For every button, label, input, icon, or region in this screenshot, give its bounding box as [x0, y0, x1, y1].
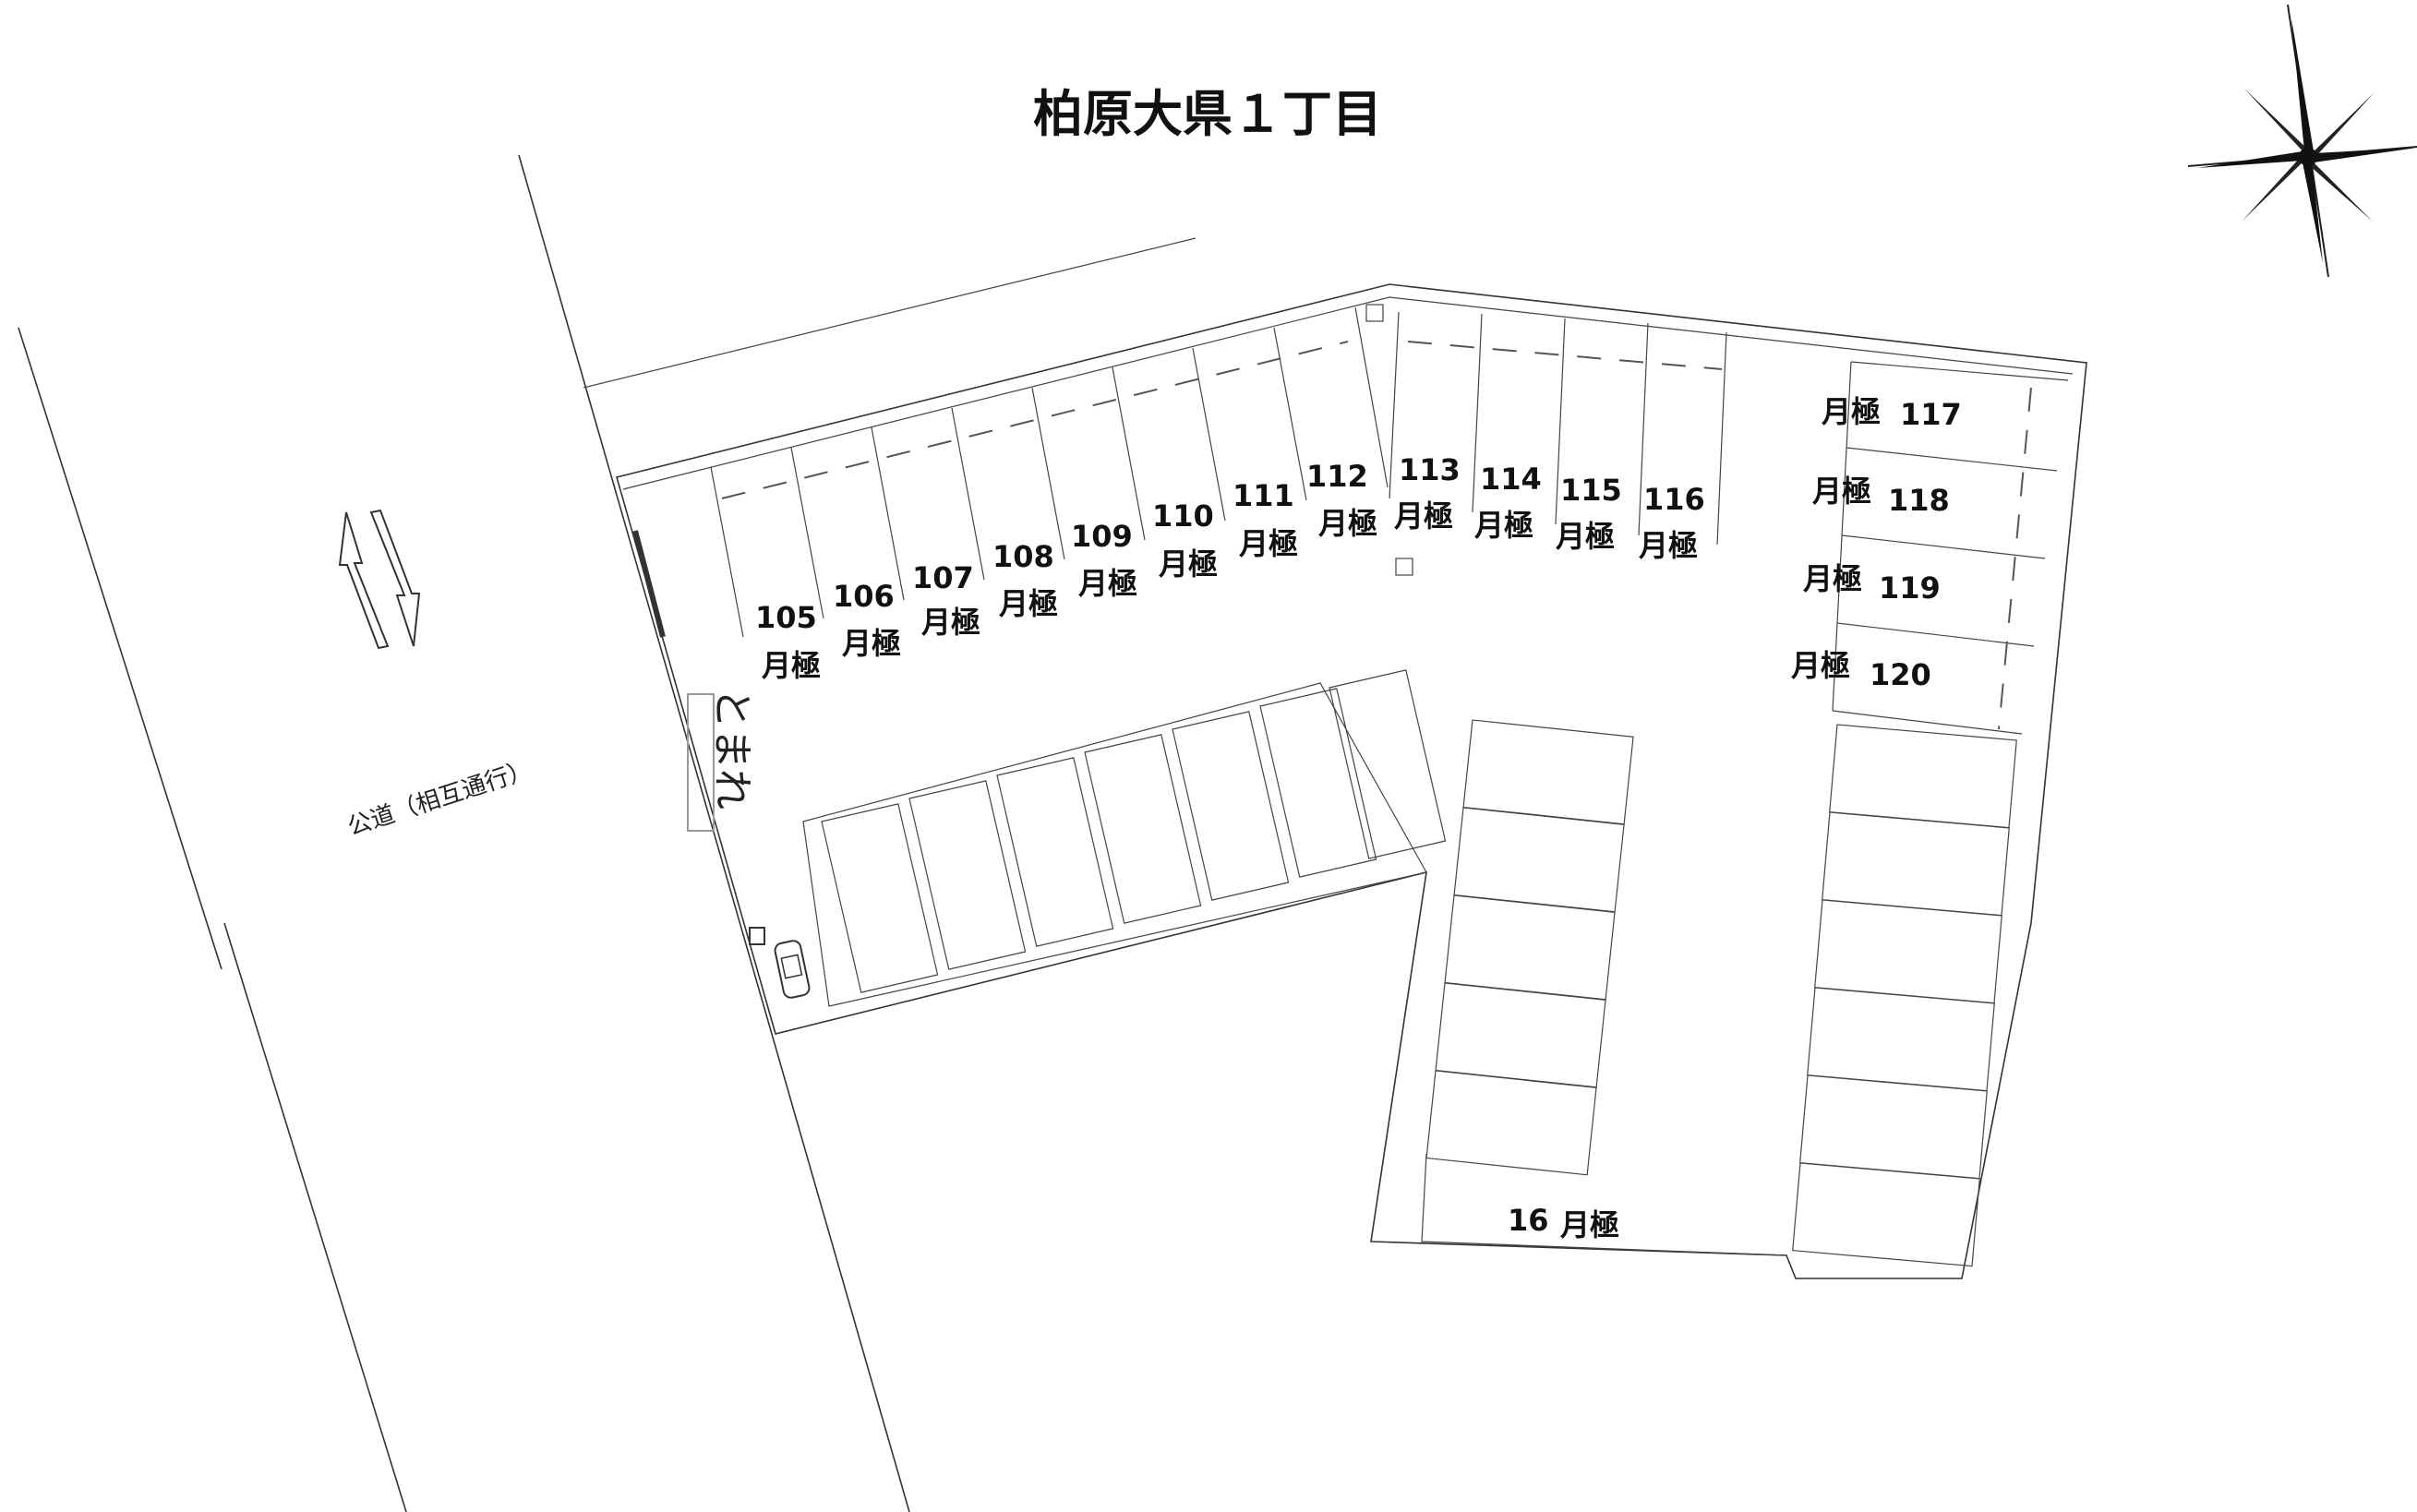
space-113-number: 113: [1399, 452, 1461, 487]
space-119-number: 119: [1879, 570, 1941, 606]
space-105-number: 105: [755, 600, 817, 635]
compass-star-icon: [2187, 4, 2417, 278]
space-111-number: 111: [1233, 478, 1294, 513]
right-column-stalls: [1832, 361, 2069, 735]
space-16-number: 16: [1508, 1203, 1549, 1238]
entrance-marking: とまれ: [708, 688, 755, 810]
space-116-type: 月極: [1639, 528, 1698, 563]
space-112-number: 112: [1306, 459, 1368, 494]
curb-line: [632, 530, 666, 638]
space-111-type: 月極: [1239, 526, 1298, 561]
space-118-number: 118: [1888, 483, 1950, 518]
space-117-type: 月極: [1822, 394, 1881, 429]
building-a: [802, 669, 1447, 1007]
upper-row-stalls: [710, 306, 1389, 638]
space-106-number: 106: [833, 579, 895, 614]
entrance-marking-box: [687, 693, 715, 832]
space-114-number: 114: [1480, 462, 1542, 497]
space-109-number: 109: [1071, 519, 1133, 554]
space-120-number: 120: [1870, 657, 1931, 692]
space-labels: 105 月極 106 月極 107 月極 108 月極 109 月極 110 月…: [755, 394, 1962, 1242]
space-16-stall: [1421, 1153, 1787, 1256]
space-107-number: 107: [912, 560, 974, 595]
public-road: [18, 154, 910, 1512]
space-113-type: 月極: [1394, 498, 1453, 534]
space-116-number: 116: [1643, 482, 1705, 517]
map-title: 柏原大県１丁目: [1033, 85, 1382, 143]
space-108-number: 108: [992, 539, 1054, 574]
marker-box: [1365, 304, 1384, 322]
space-118-type: 月極: [1812, 474, 1871, 509]
space-107-type: 月極: [921, 605, 980, 640]
space-119-type: 月極: [1803, 561, 1862, 596]
space-110-number: 110: [1152, 498, 1214, 534]
space-110-type: 月極: [1159, 546, 1218, 582]
marker-box: [1395, 558, 1413, 576]
upper-right-stalls: [1389, 311, 1727, 546]
two-way-arrow-icon: [338, 509, 421, 650]
space-120-type: 月極: [1791, 648, 1850, 683]
space-117-number: 117: [1900, 397, 1962, 432]
vending-machine-icon: [749, 927, 765, 945]
space-108-type: 月極: [999, 586, 1058, 621]
right-column-line: [1998, 387, 2032, 730]
upper-right-line: [1407, 341, 1723, 370]
space-106-type: 月極: [842, 626, 901, 661]
building-b: [1425, 719, 1634, 1176]
space-115-number: 115: [1560, 473, 1622, 508]
car-icon: [774, 940, 811, 999]
space-109-type: 月極: [1078, 566, 1137, 601]
neighbor-boundary: [583, 237, 1196, 389]
upper-row-line: [721, 341, 1349, 499]
building-c: [1792, 724, 2017, 1267]
space-16-type: 月極: [1560, 1207, 1619, 1242]
road-label: 公道（相互通行）: [344, 756, 535, 842]
space-115-type: 月極: [1556, 519, 1615, 554]
lot-boundary: [616, 283, 2087, 1279]
space-105-type: 月極: [762, 648, 821, 683]
space-112-type: 月極: [1318, 506, 1377, 541]
space-114-type: 月極: [1474, 508, 1533, 543]
lot-inner-edge: [622, 296, 2074, 490]
